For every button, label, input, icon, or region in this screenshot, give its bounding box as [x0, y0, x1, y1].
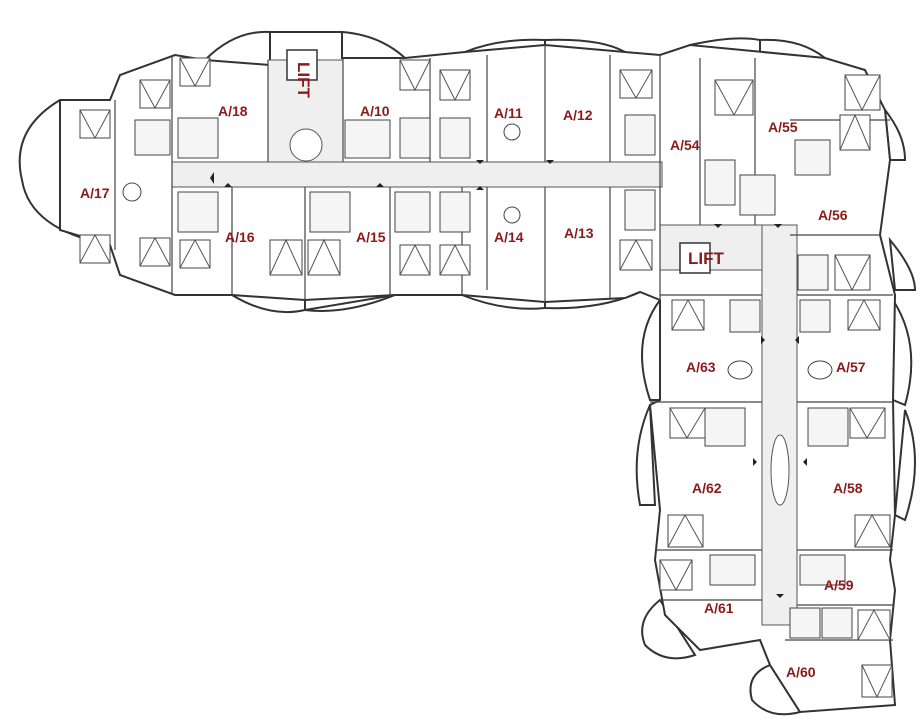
dining-tables: [122, 123, 833, 380]
apartment-label: A/14: [494, 229, 524, 245]
lift-shafts: [286, 49, 711, 274]
apartment-label: A/61: [704, 600, 734, 616]
lift-label-west: LIFT: [294, 62, 313, 98]
apartment-label: A/10: [360, 103, 390, 119]
apartment-label: A/11: [494, 105, 523, 121]
apartment-label: A/12: [563, 107, 593, 123]
lift-label-east: LIFT: [688, 249, 724, 268]
beds: [79, 57, 893, 699]
apartment-label: A/55: [768, 119, 798, 135]
apartment-label: A/56: [818, 207, 848, 223]
apartment-label: A/57: [836, 359, 866, 375]
apartment-label: A/58: [833, 480, 863, 496]
apartment-label: A/62: [692, 480, 722, 496]
apartment-label: A/63: [686, 359, 716, 375]
apartment-label: A/18: [218, 103, 248, 119]
apartment-label: A/60: [786, 664, 816, 680]
corridor-arrows: [210, 160, 807, 598]
apartment-labels: A/17 A/18 A/10 A/11 A/12 A/16 A/15 A/14 …: [80, 103, 866, 680]
apartment-label: A/13: [564, 225, 594, 241]
apartment-label: A/15: [356, 229, 386, 245]
apartment-label: A/16: [225, 229, 255, 245]
apartment-label: A/17: [80, 185, 110, 201]
apartment-label: A/54: [670, 137, 700, 153]
apartment-label: A/59: [824, 577, 854, 593]
bathrooms: [134, 114, 853, 639]
